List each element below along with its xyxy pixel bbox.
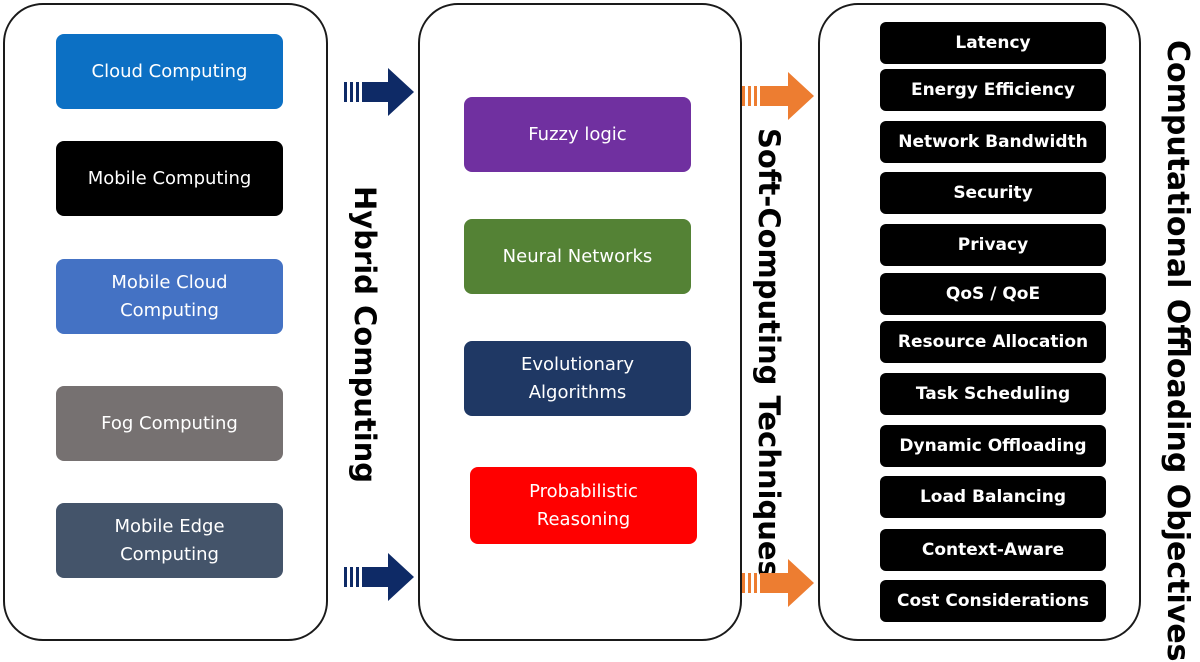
soft-item-probabilistic-reasoning: Probabilistic Reasoning xyxy=(470,467,697,544)
soft-item-neural-networks: Neural Networks xyxy=(464,219,691,294)
hybrid-item-mobile-computing: Mobile Computing xyxy=(56,141,283,216)
objective-context-aware: Context-Aware xyxy=(880,529,1106,571)
soft-item-fuzzy-logic: Fuzzy logic xyxy=(464,97,691,172)
hybrid-computing-label: Hybrid Computing xyxy=(348,186,382,484)
objective-energy-efficiency: Energy Efficiency xyxy=(880,69,1106,111)
hybrid-item-fog-computing: Fog Computing xyxy=(56,386,283,461)
objective-task-scheduling: Task Scheduling xyxy=(880,373,1106,415)
objective-cost-considerations: Cost Considerations xyxy=(880,580,1106,622)
hybrid-item-mobile-cloud-computing: Mobile Cloud Computing xyxy=(56,259,283,334)
offloading-objectives-label: Computational Offloading Objectives xyxy=(1160,40,1195,662)
soft-item-evolutionary-algorithms: Evolutionary Algorithms xyxy=(464,341,691,416)
hybrid-item-cloud-computing: Cloud Computing xyxy=(56,34,283,109)
objective-privacy: Privacy xyxy=(880,224,1106,266)
objective-qos-qoe: QoS / QoE xyxy=(880,273,1106,315)
objective-latency: Latency xyxy=(880,22,1106,64)
arrow-right-icon xyxy=(742,559,814,607)
arrow-right-icon xyxy=(344,553,414,601)
hybrid-item-mobile-edge-computing: Mobile Edge Computing xyxy=(56,503,283,578)
objective-load-balancing: Load Balancing xyxy=(880,476,1106,518)
objective-security: Security xyxy=(880,172,1106,214)
arrow-right-icon xyxy=(344,68,414,116)
objective-network-bandwidth: Network Bandwidth xyxy=(880,121,1106,163)
objective-resource-allocation: Resource Allocation xyxy=(880,321,1106,363)
objective-dynamic-offloading: Dynamic Offloading xyxy=(880,425,1106,467)
arrow-right-icon xyxy=(742,72,814,120)
soft-computing-label: Soft-Computing Techniques xyxy=(752,128,786,578)
